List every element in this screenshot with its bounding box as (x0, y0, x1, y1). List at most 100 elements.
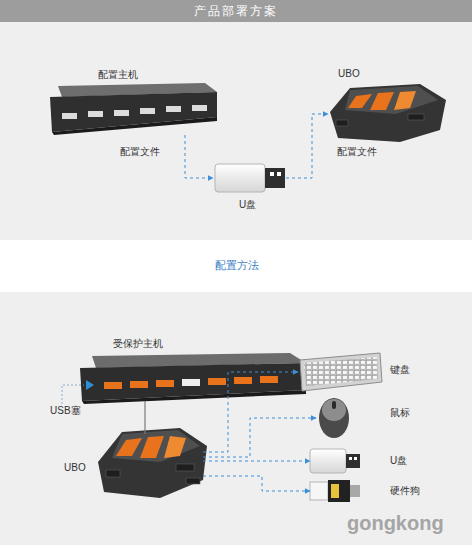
top-panel (0, 0, 472, 22)
device-label: 受保护主机 (113, 338, 163, 350)
device-label: 键盘 (390, 364, 410, 376)
protected-host-device (80, 353, 306, 404)
ubo-device-large (106, 470, 120, 477)
top-panel (0, 0, 472, 240)
usb-stick-small (354, 457, 357, 460)
host-device: 配置主机 (50, 83, 217, 135)
usb-stick (277, 172, 281, 176)
section-heading: 配置方法 (215, 258, 259, 273)
usb-stick-small (310, 449, 346, 473)
usb-drive: U盘 (213, 162, 286, 194)
ubo-device: UBO (95, 428, 207, 498)
keyboard (304, 357, 378, 386)
dashed-connector (185, 135, 213, 178)
protected-host-device (234, 377, 252, 384)
usb-plug-leader (62, 385, 84, 404)
ubo-device (408, 114, 424, 120)
config-host-device (166, 106, 181, 112)
protected-host-device (208, 378, 226, 385)
usb-stick (270, 172, 274, 176)
usb-stick-small (349, 457, 352, 460)
config-host-device (140, 108, 155, 114)
dashed-connector (203, 476, 310, 491)
watermark: gongkong (347, 511, 444, 535)
usb-drive: U盘 (310, 447, 362, 475)
dashed-connector (203, 372, 298, 452)
edge-label: 配置文件 (120, 146, 160, 158)
ubo-device-large (164, 436, 186, 458)
hardware-dongle (310, 480, 360, 502)
mouse (332, 401, 336, 409)
dongle-device: 硬件狗 (310, 480, 362, 502)
hardware-dongle (350, 485, 360, 497)
config-host-device (52, 117, 217, 135)
device-label: 硬件狗 (390, 485, 420, 497)
host-device: 受保护主机 (80, 353, 306, 401)
usb-stick (215, 164, 285, 192)
ubo-device-large (186, 478, 200, 484)
hardware-dongle (331, 484, 339, 498)
protected-host-device (86, 380, 94, 390)
ubo-device-large (98, 428, 207, 498)
protected-host-device (130, 381, 148, 388)
ubo-device-large (176, 464, 194, 471)
bottom-panel (0, 292, 472, 545)
device-label: 鼠标 (390, 407, 410, 419)
ubo-device (330, 84, 446, 142)
protected-host-device (82, 390, 306, 404)
usb-stick-small (310, 449, 360, 473)
config-host-device (192, 105, 207, 111)
usb-stick-small (346, 454, 360, 468)
protected-host-device (156, 380, 174, 387)
ubo-device (330, 84, 446, 142)
config-host-device (50, 83, 217, 135)
top-panel (0, 0, 472, 240)
device-label: 配置主机 (98, 69, 138, 81)
ubo-device-large (98, 428, 207, 498)
ubo-device-large (116, 438, 142, 456)
usb-stick (215, 164, 265, 192)
ubo-device (345, 86, 438, 114)
protected-host-device (182, 379, 200, 386)
hardware-dongle (328, 480, 350, 502)
ubo-device (336, 120, 348, 126)
device-label: U盘 (239, 199, 256, 211)
config-host-device (88, 111, 103, 117)
dashed-connector (203, 461, 310, 462)
config-host-device (62, 113, 77, 119)
device-label: UBO (338, 68, 360, 80)
protected-host-device (260, 376, 278, 383)
ubo-device (348, 94, 372, 108)
mouse (319, 398, 349, 438)
protected-host-device (104, 382, 122, 389)
usb-plug-leader (62, 385, 84, 404)
usb-stick (265, 168, 285, 188)
header-title: 产品部署方案 (0, 0, 472, 22)
ubo-device-large (140, 436, 164, 458)
ubo-device (394, 91, 416, 110)
config-host-device (114, 110, 129, 116)
bottom-panel (0, 292, 472, 545)
ubo-device (370, 92, 394, 110)
mouse-device: 鼠标 (316, 398, 352, 438)
dashed-connector (144, 401, 145, 434)
keyboard (300, 353, 382, 391)
device-label: U盘 (390, 455, 407, 467)
ubo-device: UBO (328, 82, 446, 142)
device-label: UBO (64, 462, 86, 474)
mouse (322, 399, 346, 421)
dashed-connector (286, 114, 328, 178)
mouse (319, 398, 349, 438)
ubo-device-large (112, 430, 200, 462)
keyboard (300, 353, 382, 391)
edge-label: 配置文件 (337, 146, 377, 158)
keyboard-device: 键盘 (298, 353, 382, 391)
dashed-connector (203, 418, 316, 457)
hardware-dongle (310, 482, 328, 500)
part-label: USB塞 (50, 404, 81, 418)
